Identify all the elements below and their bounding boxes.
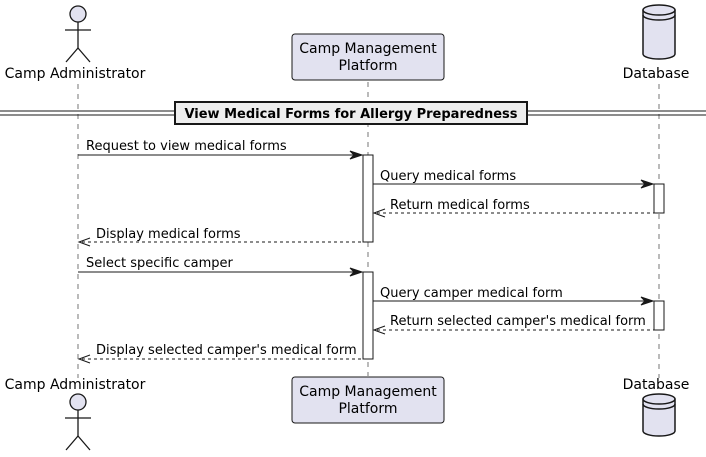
activation-database-2 <box>653 300 665 331</box>
participant-platform-label-line2-bottom: Platform <box>338 401 397 417</box>
database-icon-bottom <box>642 393 676 437</box>
actor-icon-top <box>65 5 91 63</box>
message-4 <box>77 237 363 247</box>
activation-platform-1 <box>362 154 374 243</box>
message-5 <box>78 267 364 277</box>
participant-platform-label-line1-top: Camp Management <box>299 41 437 57</box>
message-6-label: Query camper medical form <box>380 286 563 301</box>
message-7-label: Return selected camper's medical form <box>390 314 646 329</box>
message-8 <box>77 354 363 364</box>
participant-platform-box-bottom <box>291 376 445 424</box>
activation-database-1 <box>653 183 665 214</box>
message-2 <box>373 179 655 189</box>
actor-icon-bottom <box>65 393 91 451</box>
participant-platform-box-top <box>291 33 445 81</box>
message-5-label: Select specific camper <box>86 256 234 271</box>
activation-platform-2 <box>362 271 374 360</box>
section-divider <box>0 101 706 125</box>
message-3 <box>372 208 654 218</box>
message-3-label: Return medical forms <box>390 198 530 213</box>
message-8-label: Display selected camper's medical form <box>96 343 357 358</box>
message-4-label: Display medical forms <box>96 227 241 242</box>
message-7 <box>372 325 654 335</box>
message-2-label: Query medical forms <box>380 169 516 184</box>
participant-admin-label-top: Camp Administrator <box>5 66 146 82</box>
participant-database-label-bottom: Database <box>623 377 690 393</box>
participant-database-label-top: Database <box>623 66 690 82</box>
database-icon-top <box>642 4 676 60</box>
participant-platform-label-line2-top: Platform <box>338 58 397 74</box>
participant-admin-label-bottom: Camp Administrator <box>5 377 146 393</box>
message-6 <box>373 296 655 306</box>
section-title: View Medical Forms for Allergy Preparedn… <box>184 107 517 122</box>
message-1 <box>78 150 364 160</box>
participant-platform-label-line1-bottom: Camp Management <box>299 384 437 400</box>
message-1-label: Request to view medical forms <box>86 139 287 154</box>
